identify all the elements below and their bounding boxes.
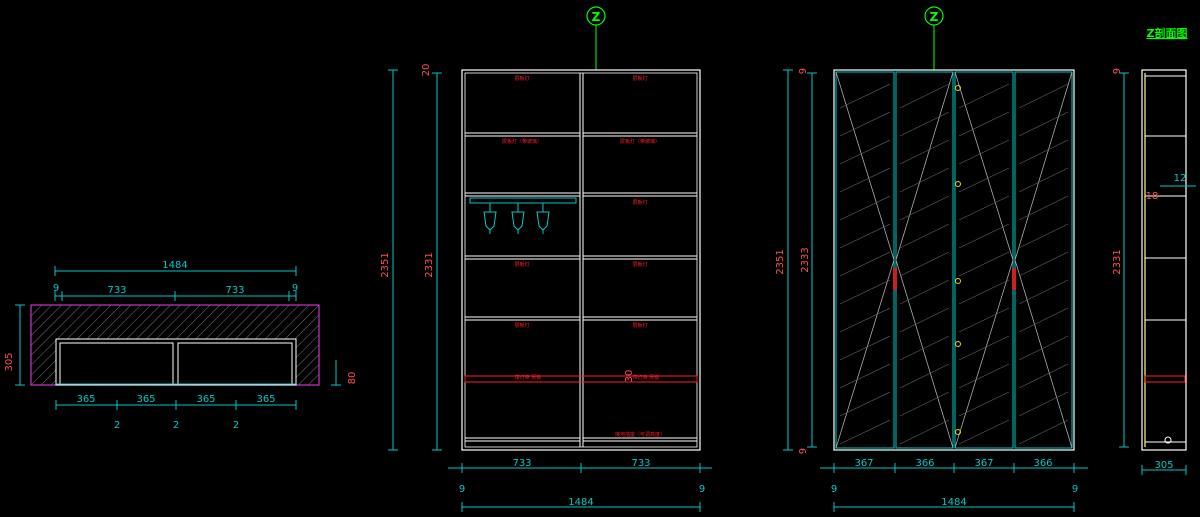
front-label-r7: 接地插座（可调高度） [615,431,665,438]
door-width-3: 367 [974,458,993,469]
plan-door-width-3: 365 [196,394,215,405]
plan-door-width-4: 365 [256,394,275,405]
front-margin-right: 9 [699,484,705,495]
plan-depth: 305 [4,352,15,371]
front-label-r3: 层板灯 [632,199,647,206]
plan-half-width-right: 733 [225,285,244,296]
front-margin-left: 9 [459,484,465,495]
side-depth: 305 [1154,460,1173,471]
front-overall-width: 1484 [568,497,593,508]
plan-section-view: 1484 9 733 733 9 305 80 365 365 [4,260,358,431]
section-title: Z剖面图 [1147,26,1188,40]
front-bay-width-right: 733 [631,458,650,469]
plan-gap-3: 2 [233,420,239,431]
front-label-r5: 层板灯 [632,322,647,329]
front-label-l1: 层板灯 [514,75,529,82]
plan-overall-width: 1484 [162,260,187,271]
door-elevation-marker: Z [930,10,939,24]
front-height: 2351 [380,252,391,277]
side-top-offset: 9 [1112,68,1123,74]
door-elevation-view: Z 2351 2333 9 9 [775,6,1088,512]
front-label-l4: 层板灯 [514,261,529,268]
door-top-offset: 9 [798,68,809,74]
door-height: 2351 [775,249,786,274]
front-bay-width-left: 733 [512,458,531,469]
door-width-4: 366 [1033,458,1052,469]
side-shelf-thickness: 12 [1174,173,1187,184]
front-label-r4: 层板灯 [632,261,647,268]
door-margin-right: 9 [1072,484,1078,495]
plan-margin-left: 9 [53,283,59,294]
front-small-dim: 30 [624,370,635,383]
door-overall-width: 1484 [941,497,966,508]
plan-gap-1: 2 [114,420,120,431]
plan-door-depth: 80 [347,372,358,385]
side-inner-height: 2331 [1112,249,1123,274]
plan-door-width-2: 365 [136,394,155,405]
plan-gap-2: 2 [173,420,179,431]
front-label-l5: 层板灯 [514,322,529,329]
side-shelf-gap: 18 [1146,191,1159,202]
front-inner-height: 2331 [424,252,435,277]
door-bottom-offset: 9 [798,448,809,454]
front-label-r6: 带灯条 层板 [633,374,660,381]
door-inner-height: 2333 [800,247,811,272]
front-label-l2: 层板灯（带玻璃） [502,138,542,145]
front-label-r1: 层板灯 [632,75,647,82]
wine-glass-rack [483,203,550,234]
plan-door-width-1: 365 [76,394,95,405]
front-label-r2: 层板灯（带玻璃） [620,138,660,145]
door-width-2: 366 [915,458,934,469]
front-elevation-marker: Z [592,10,601,24]
door-width-1: 367 [854,458,873,469]
plan-half-width-left: 733 [107,285,126,296]
plan-margin-right: 9 [292,283,298,294]
front-label-l6: 带灯条 层板 [515,374,542,381]
side-section-view: Z剖面图 2331 9 12 18 305 [1112,26,1196,475]
front-elevation-view: Z 2351 2331 20 [380,6,712,512]
front-top-offset: 20 [421,64,432,77]
door-margin-left: 9 [831,484,837,495]
